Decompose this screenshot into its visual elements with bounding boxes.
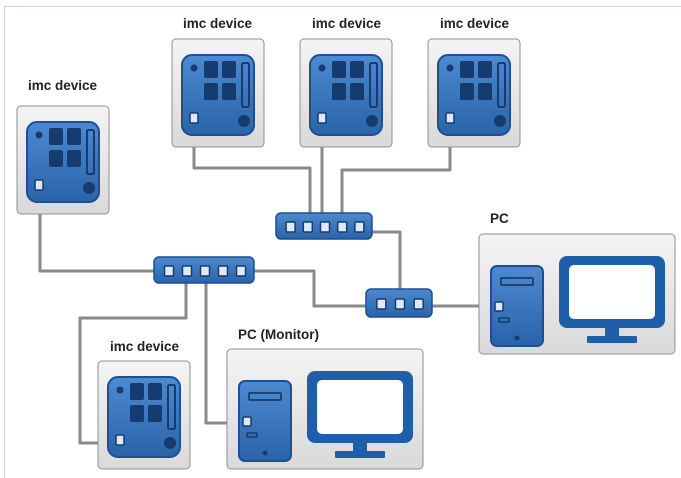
device-knob (238, 115, 250, 127)
device-port (34, 179, 44, 191)
device-key (460, 61, 474, 78)
device-knob (164, 437, 176, 449)
device-slot (86, 129, 95, 175)
device-label-3: imc device (312, 16, 382, 31)
device-body (437, 54, 511, 136)
device-slot (241, 62, 250, 108)
device-body (26, 121, 100, 203)
frame-top-border (4, 6, 681, 7)
pc-panel (478, 233, 676, 355)
pc-tower (490, 265, 544, 347)
switch-port (302, 221, 314, 233)
pc-monitor-panel (226, 348, 424, 470)
status-led (190, 64, 198, 72)
switch-port (336, 221, 348, 233)
pc-port (494, 301, 504, 312)
device-key (478, 83, 492, 100)
device-key (222, 61, 236, 78)
switch-port (376, 298, 387, 310)
imc-device-3 (299, 38, 393, 148)
status-led (318, 64, 326, 72)
device-label-1: imc device (28, 78, 98, 93)
device-key (222, 83, 236, 100)
switch-port (394, 298, 406, 310)
pc-tower (238, 380, 292, 462)
switch-port (413, 298, 424, 310)
device-key (67, 128, 81, 145)
switch-right (365, 288, 433, 318)
device-key (350, 61, 364, 78)
imc-device-2 (171, 38, 265, 148)
cable-switch-left-device5 (78, 276, 188, 445)
imc-device-5 (97, 360, 191, 470)
device-key (204, 61, 218, 78)
device-slot (167, 384, 176, 430)
switch-port (319, 221, 331, 233)
device-port (115, 434, 125, 446)
switch-port (354, 221, 365, 233)
status-led (35, 131, 43, 139)
device-key (460, 83, 474, 100)
device-key (49, 150, 63, 167)
pc-monitor-label: PC (Monitor) (238, 327, 319, 342)
status-led (446, 64, 454, 72)
device-label-2: imc device (183, 16, 253, 31)
device-port (445, 112, 455, 124)
switch-left (153, 256, 255, 284)
switch-port (181, 265, 193, 277)
device-body (181, 54, 255, 136)
switch-top (275, 212, 373, 240)
device-knob (366, 115, 378, 127)
status-led (116, 386, 124, 394)
device-port (317, 112, 327, 124)
switch-port (285, 221, 296, 233)
switch-port (217, 265, 229, 277)
device-key (148, 383, 162, 400)
device-key (148, 405, 162, 422)
device-knob (83, 182, 95, 194)
device-port (189, 112, 199, 124)
device-key (350, 83, 364, 100)
device-key (49, 128, 63, 145)
device-knob (494, 115, 506, 127)
device-label-4: imc device (440, 16, 510, 31)
imc-device-4 (427, 38, 521, 148)
device-key (478, 61, 492, 78)
device-label-5: imc device (110, 339, 180, 354)
device-key (130, 405, 144, 422)
device-key (332, 61, 346, 78)
device-key (130, 383, 144, 400)
pc-port (242, 416, 252, 427)
device-body (309, 54, 383, 136)
device-key (67, 150, 81, 167)
pc-label: PC (490, 211, 509, 226)
frame-left-border (4, 6, 5, 478)
switch-port (163, 265, 175, 277)
device-slot (369, 62, 378, 108)
monitor-icon (307, 371, 413, 458)
device-body (107, 376, 181, 458)
cable-switch-left-switch-right (238, 269, 381, 308)
imc-device-1 (16, 105, 110, 215)
device-slot (497, 62, 506, 108)
switch-port (235, 265, 247, 277)
monitor-icon (559, 256, 665, 343)
device-key (204, 83, 218, 100)
device-key (332, 83, 346, 100)
switch-port (199, 265, 211, 277)
